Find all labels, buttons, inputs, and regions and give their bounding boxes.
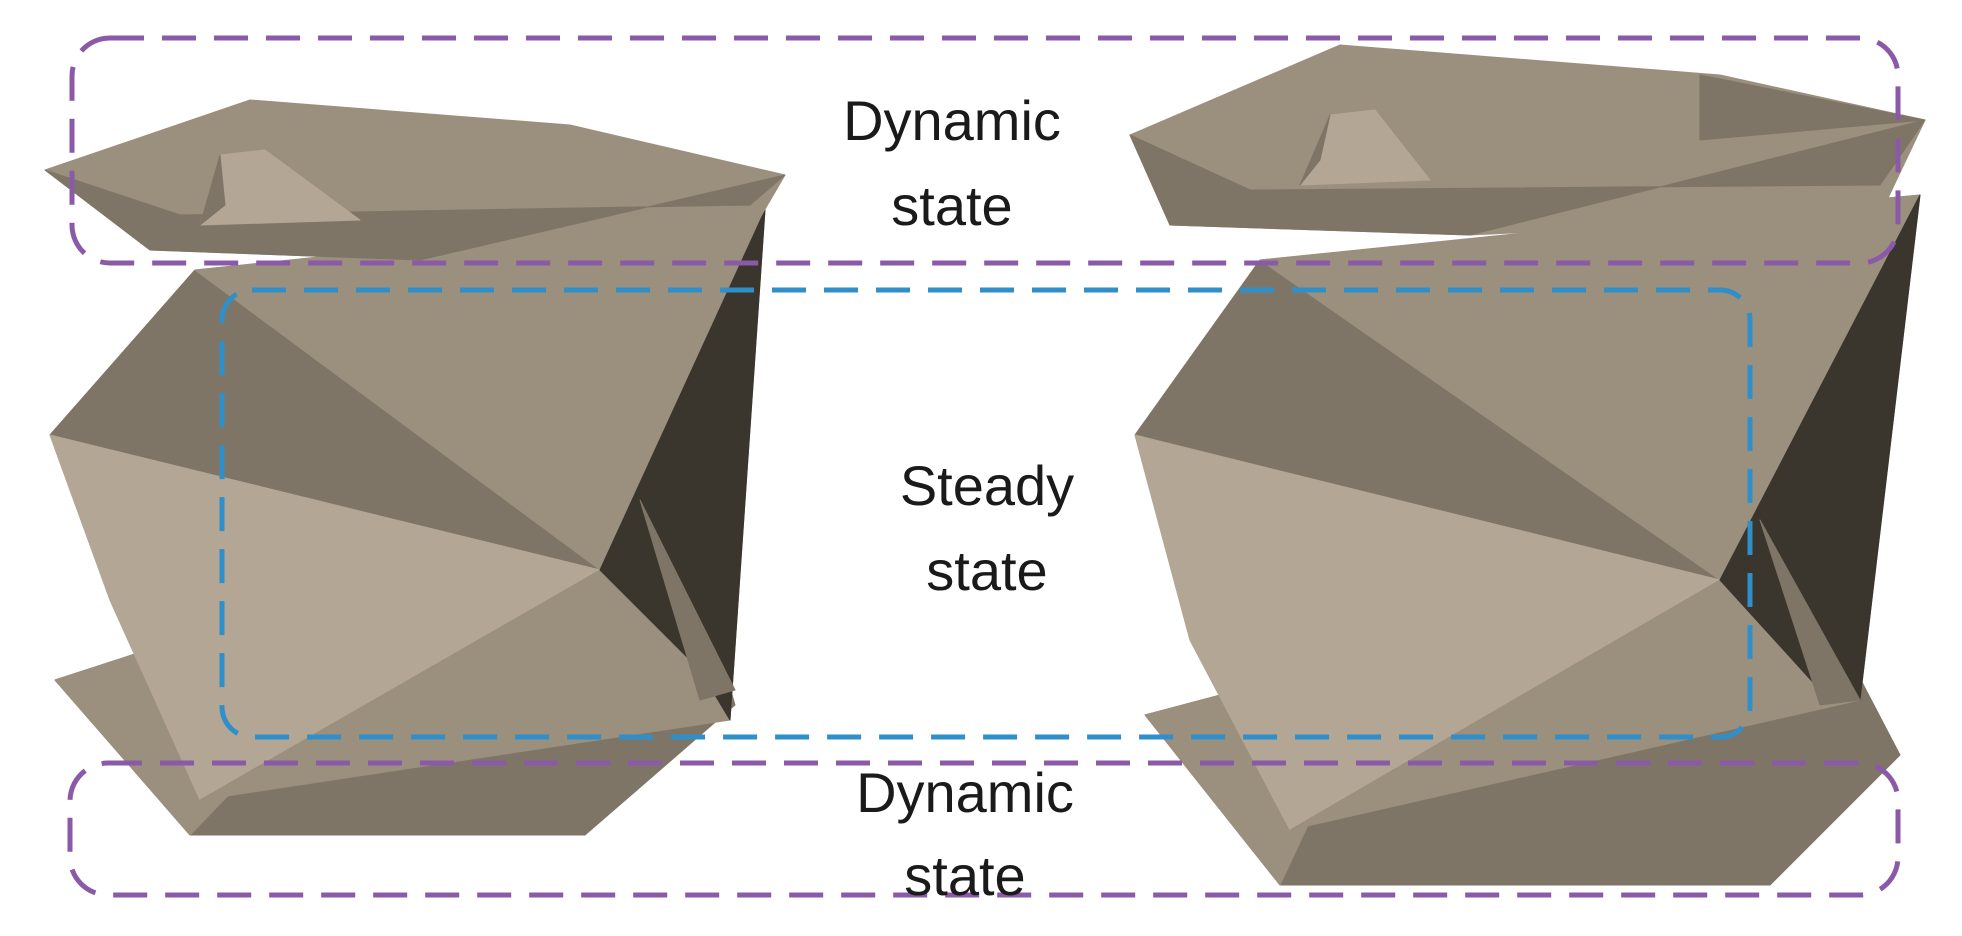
dynamic-state-top-label: Dynamic state bbox=[843, 89, 1061, 237]
steady-state-box bbox=[219, 287, 1753, 740]
steady-state-line1: Steady bbox=[900, 454, 1074, 517]
dynamic-state-bottom-line2: state bbox=[904, 844, 1025, 907]
polyhedron-facet bbox=[639, 499, 736, 701]
steady-state-line2: state bbox=[926, 539, 1047, 602]
right-tower bbox=[1129, 44, 1926, 886]
polyhedron-facet bbox=[1699, 74, 1926, 141]
polyhedron-facet bbox=[44, 169, 786, 261]
steady-state-label: Steady state bbox=[900, 454, 1074, 602]
polyhedron-facet bbox=[199, 569, 731, 801]
polyhedron-facet bbox=[199, 154, 226, 226]
dynamic-state-bottom-line1: Dynamic bbox=[856, 761, 1074, 824]
left-tower bbox=[44, 99, 786, 836]
dynamic-state-top-line2: state bbox=[891, 174, 1012, 237]
polyhedron-facet bbox=[1299, 114, 1331, 186]
dynamic-state-top-box bbox=[69, 35, 1901, 266]
dynamic-state-bottom-label: Dynamic state bbox=[856, 761, 1074, 907]
polyhedron-facet bbox=[599, 209, 766, 721]
dynamic-state-top-line1: Dynamic bbox=[843, 89, 1061, 152]
polyhedron-facet bbox=[1759, 519, 1861, 706]
dynamic-state-bottom-box bbox=[67, 760, 1901, 898]
